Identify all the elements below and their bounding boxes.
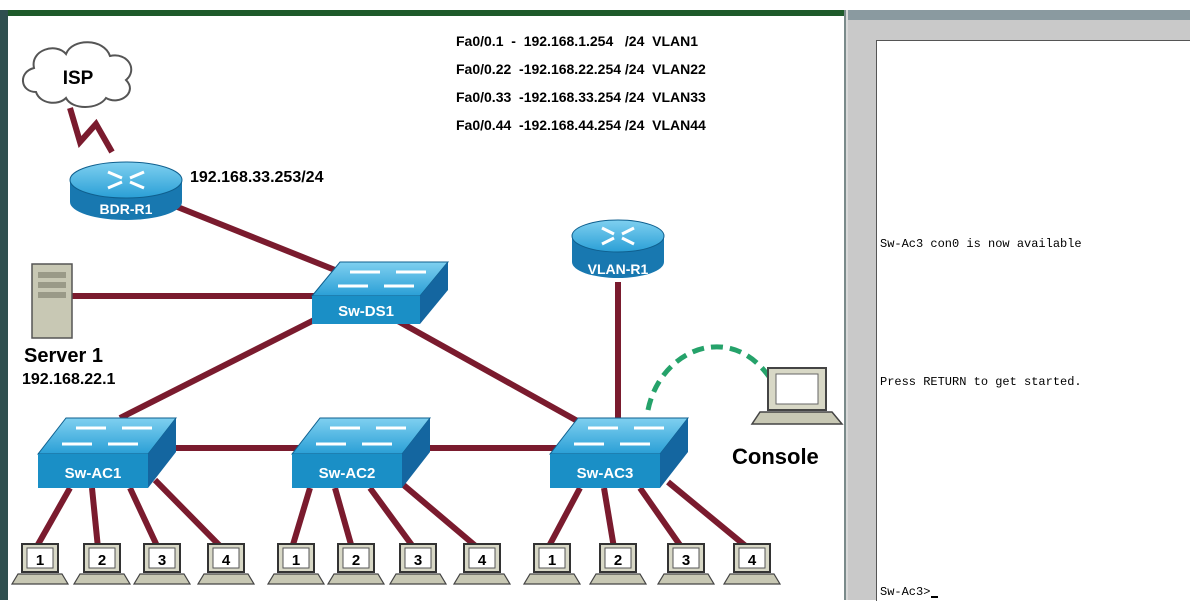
- topology-diagram: ISP BDR-R1 192.168.33.253/24 Fa0/0.1 - 1…: [10, 33, 844, 585]
- terminal-prompt: Sw-Ac3>: [880, 585, 939, 599]
- console-pc-icon[interactable]: [750, 367, 844, 425]
- bdr-router-icon[interactable]: BDR-R1: [69, 161, 183, 220]
- link-ac2-pc1: [289, 487, 313, 549]
- distribution-switch-label: Sw-DS1: [338, 303, 394, 320]
- terminal-line: Press RETURN to get started.: [880, 375, 1082, 389]
- console-label: Console: [732, 444, 819, 469]
- console-cable: [645, 344, 773, 411]
- access-switch-label: Sw-AC1: [65, 465, 122, 482]
- link-ac1-pc2: [89, 487, 101, 549]
- pc-number-label: 4: [478, 552, 487, 569]
- pc-number-label: 1: [548, 552, 556, 569]
- link-ac2-pc2: [332, 487, 355, 549]
- pc-number-label: 3: [682, 552, 690, 569]
- terminal-prompt-text: Sw-Ac3>: [880, 585, 931, 599]
- pc-number-label: 3: [158, 552, 166, 569]
- link-ac1-pc3: [127, 486, 161, 550]
- pc-icon[interactable]: 1: [10, 543, 70, 585]
- access-switch-icon[interactable]: Sw-AC1: [36, 417, 178, 488]
- pc-icon[interactable]: 4: [452, 543, 512, 585]
- link-ac2-pc3: [367, 486, 417, 550]
- link-ac3-pc4: [666, 479, 750, 551]
- terminal-cursor: [931, 596, 939, 598]
- link-ac2-pc4: [398, 479, 480, 551]
- pc-number-label: 2: [614, 552, 622, 569]
- pc-number-label: 1: [36, 552, 44, 569]
- link-ac3-pc1: [545, 486, 583, 550]
- bdr-router-label: BDR-R1: [100, 201, 153, 217]
- link-ac3-pc2: [601, 487, 617, 549]
- link-ac1-pc4: [152, 477, 225, 551]
- pc-number-label: 1: [292, 552, 300, 569]
- access-switch-label: Sw-AC2: [319, 465, 376, 482]
- bdr-ip-label: 192.168.33.253/24: [190, 169, 324, 186]
- pc-icon[interactable]: 4: [722, 543, 782, 585]
- window-left-border: [0, 10, 8, 600]
- subinterface-line: Fa0/0.1 - 192.168.1.254 /24 VLAN1: [456, 33, 698, 49]
- pc-icon[interactable]: 4: [196, 543, 256, 585]
- link-ac3-pc3: [637, 486, 685, 550]
- isp-cloud-icon: ISP: [22, 41, 133, 108]
- access-switch-icon[interactable]: Sw-AC2: [290, 417, 432, 488]
- vlan-router-label: VLAN-R1: [588, 261, 649, 277]
- pc-group: 1 2 3 4 1 2 3 4 1 2 3 4: [10, 543, 782, 585]
- subinterface-line: Fa0/0.33 -192.168.33.254 /24 VLAN33: [456, 89, 706, 105]
- subinterface-line: Fa0/0.22 -192.168.22.254 /24 VLAN22: [456, 61, 706, 77]
- pc-icon[interactable]: 2: [72, 543, 132, 585]
- access-switch-label: Sw-AC3: [577, 465, 634, 482]
- vlan-router-icon[interactable]: VLAN-R1: [571, 219, 665, 278]
- terminal-line: Sw-Ac3 con0 is now available: [880, 237, 1082, 251]
- pc-icon[interactable]: 3: [132, 543, 192, 585]
- terminal-console[interactable]: Sw-Ac3 con0 is now available Press RETUR…: [876, 40, 1190, 601]
- window-top-border: [0, 10, 844, 16]
- link-ac1-pc1: [33, 486, 73, 550]
- server-label: Server 1: [24, 345, 103, 367]
- access-switch-icon[interactable]: Sw-AC3: [548, 417, 690, 488]
- terminal-frame-stripe: [848, 10, 1190, 20]
- pc-icon[interactable]: 3: [656, 543, 716, 585]
- pc-icon[interactable]: 2: [588, 543, 648, 585]
- pc-icon[interactable]: 1: [266, 543, 326, 585]
- pc-icon[interactable]: 1: [522, 543, 582, 585]
- isp-label: ISP: [63, 68, 94, 89]
- subinterface-line: Fa0/0.44 -192.168.44.254 /24 VLAN44: [456, 117, 706, 133]
- server-ip-label: 192.168.22.1: [22, 371, 116, 388]
- server-icon[interactable]: [31, 263, 73, 339]
- pc-number-label: 3: [414, 552, 422, 569]
- subinterface-list: Fa0/0.1 - 192.168.1.254 /24 VLAN1 Fa0/0.…: [456, 33, 706, 133]
- pc-icon[interactable]: 2: [326, 543, 386, 585]
- link-bdr-ds1: [148, 193, 342, 275]
- network-topology-panel: ISP BDR-R1 192.168.33.253/24 Fa0/0.1 - 1…: [10, 33, 844, 585]
- link-ds1-ac3: [394, 317, 592, 431]
- pc-number-label: 4: [748, 552, 757, 569]
- pc-number-label: 4: [222, 552, 231, 569]
- link-ds1-ac1: [118, 309, 332, 421]
- pc-number-label: 2: [98, 552, 106, 569]
- network-links: [33, 107, 750, 551]
- pc-number-label: 2: [352, 552, 360, 569]
- distribution-switch-icon[interactable]: Sw-DS1: [310, 261, 450, 324]
- pc-icon[interactable]: 3: [388, 543, 448, 585]
- link-isp-bdr: [67, 107, 115, 154]
